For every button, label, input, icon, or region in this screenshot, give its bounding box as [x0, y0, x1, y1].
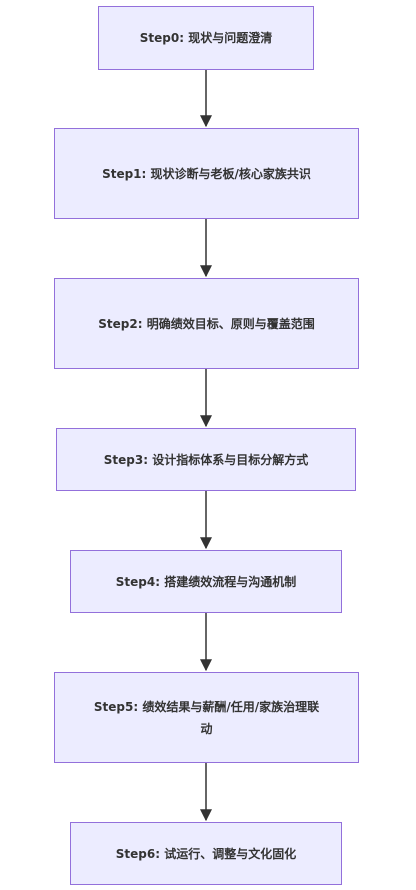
step3-node: Step3: 设计指标体系与目标分解方式 — [56, 428, 356, 491]
step6-node: Step6: 试运行、调整与文化固化 — [70, 822, 342, 885]
step0-node: Step0: 现状与问题澄清 — [98, 6, 314, 70]
step2-node: Step2: 明确绩效目标、原则与覆盖范围 — [54, 278, 359, 369]
step1-label: Step1: 现状诊断与老板/核心家族共识 — [102, 166, 311, 181]
step1-node: Step1: 现状诊断与老板/核心家族共识 — [54, 128, 359, 219]
step4-label: Step4: 搭建绩效流程与沟通机制 — [115, 574, 297, 589]
step5-node: Step5: 绩效结果与薪酬/任用/家族治理联动 — [54, 672, 359, 763]
step4-node: Step4: 搭建绩效流程与沟通机制 — [70, 550, 342, 613]
step6-label: Step6: 试运行、调整与文化固化 — [115, 846, 297, 861]
step2-label: Step2: 明确绩效目标、原则与覆盖范围 — [98, 316, 315, 331]
step3-label: Step3: 设计指标体系与目标分解方式 — [103, 452, 309, 467]
step0-label: Step0: 现状与问题澄清 — [139, 31, 273, 45]
step5-label: Step5: 绩效结果与薪酬/任用/家族治理联动 — [93, 699, 320, 736]
